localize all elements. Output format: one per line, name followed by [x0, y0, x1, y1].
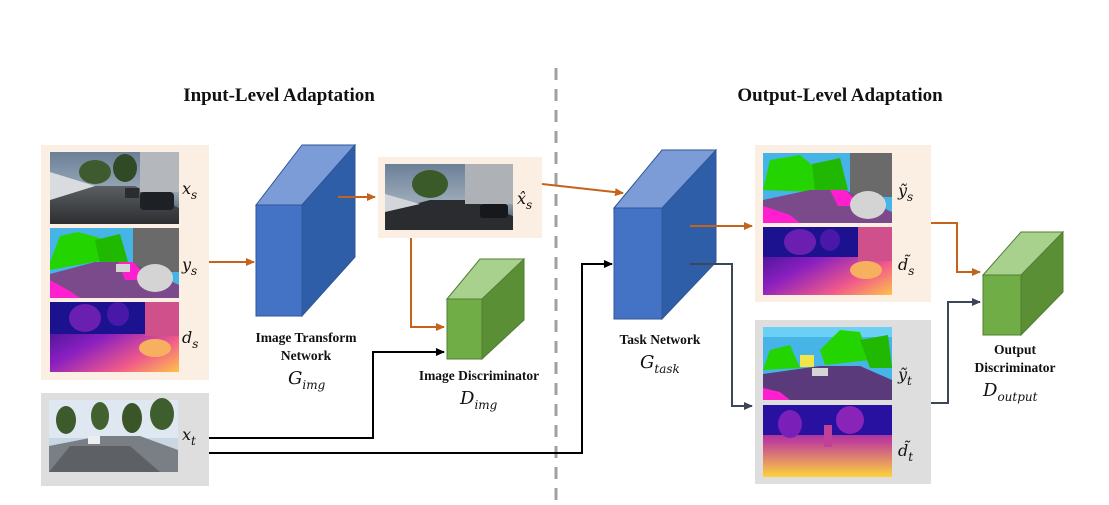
- target-pred-yt: [763, 327, 892, 400]
- source-image-xs: [50, 152, 179, 224]
- label-ds: ds: [182, 328, 198, 351]
- label-dtilde-t: d̃t: [898, 440, 913, 464]
- image-transform-network-block: [254, 143, 357, 318]
- arrow-task-to-target-pred: [690, 263, 753, 410]
- source-pred-ds: [763, 227, 892, 295]
- image-discriminator-block: [445, 257, 526, 361]
- output-discriminator-label-1: Output: [994, 342, 1037, 357]
- label-xhat-s: x̂s: [517, 189, 532, 212]
- target-pred-dt: [763, 405, 892, 477]
- task-network-label: Task Network: [620, 332, 701, 347]
- image-discriminator-label: Image Discriminator: [419, 368, 539, 383]
- label-ytilde-s: ỹs: [897, 181, 913, 204]
- arrow-target-to-task: [209, 260, 613, 454]
- source-image-ys: [50, 228, 179, 298]
- label-dtilde-s: d̃s: [898, 254, 914, 278]
- label-ytilde-t: ỹt: [897, 365, 912, 388]
- target-image-xt: [49, 398, 178, 472]
- arrow-translated-to-img-disc: [410, 238, 445, 331]
- label-xs: xs: [182, 179, 197, 202]
- image-transform-symbol: Gimg: [288, 368, 326, 392]
- output-level-title: Output-Level Adaptation: [737, 85, 943, 106]
- label-xt: xt: [182, 425, 196, 448]
- arrow-source-pred-to-out-disc: [931, 222, 981, 276]
- label-ys: ys: [181, 255, 197, 278]
- image-discriminator-symbol: Dimg: [459, 388, 498, 412]
- image-transform-label-1: Image Transform: [255, 330, 357, 345]
- input-level-title: Input-Level Adaptation: [183, 85, 375, 106]
- source-pred-ys: [763, 153, 892, 223]
- image-transform-label-2: Network: [281, 348, 332, 363]
- output-discriminator-label-2: Discriminator: [975, 360, 1056, 375]
- task-network-block: [612, 148, 718, 321]
- translated-image-xhat: [385, 164, 513, 230]
- arrow-target-pred-to-out-disc: [931, 298, 981, 404]
- task-network-symbol: Gtask: [640, 352, 680, 376]
- arrow-translated-to-task: [541, 183, 624, 197]
- source-image-ds: [50, 302, 179, 372]
- arrow-target-to-img-disc: [209, 348, 445, 439]
- output-discriminator-symbol: Doutput: [982, 380, 1038, 404]
- output-discriminator-block: [981, 230, 1065, 337]
